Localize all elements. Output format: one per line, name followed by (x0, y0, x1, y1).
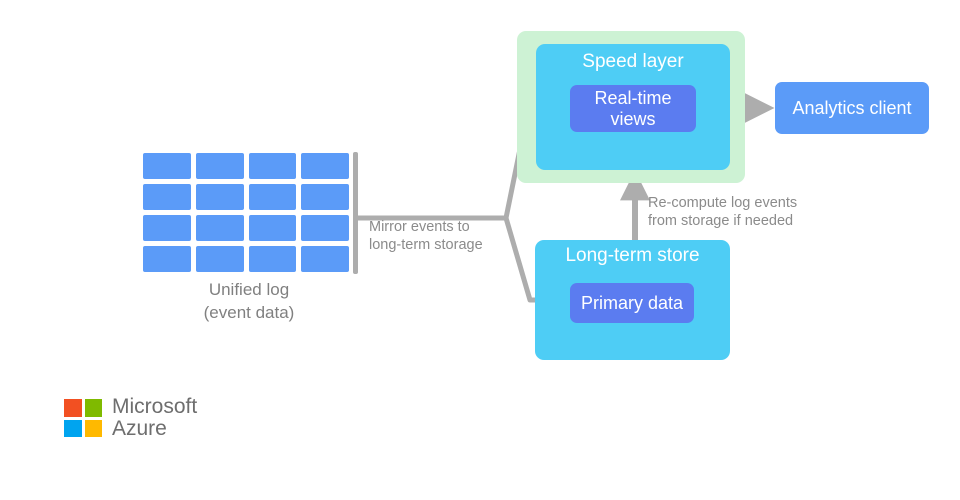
green-square (84, 399, 102, 417)
analytics-client-label: Analytics client (792, 97, 912, 118)
log-cell (143, 246, 191, 272)
unified-log-grid (143, 153, 349, 272)
azure-logo-wordmark: Microsoft Azure (112, 396, 197, 440)
real-time-views-box: Real-time views (570, 85, 696, 132)
microsoft-azure-logo: Microsoft Azure (64, 396, 197, 440)
edge-label-mirror-line-1: Mirror events to (369, 219, 470, 235)
edge-label-mirror-line-2: long-term storage (369, 237, 483, 253)
edge-label-recompute: Re-compute log events from storage if ne… (648, 194, 797, 230)
log-cell (143, 215, 191, 241)
log-cell (248, 153, 297, 179)
unified-log-caption-line-2: (event data) (203, 303, 295, 322)
primary-data-label: Primary data (580, 292, 684, 313)
real-time-views-line-1: Real-time (594, 87, 672, 108)
primary-data-box: Primary data (570, 283, 694, 323)
log-cell (195, 246, 244, 272)
log-cell (195, 184, 244, 210)
red-square (64, 399, 82, 417)
blue-square (64, 419, 82, 437)
analytics-client-box: Analytics client (775, 82, 929, 134)
unified-log-caption-line-1: Unified log (208, 280, 290, 299)
edge-label-recompute-line-1: Re-compute log events (648, 195, 798, 211)
log-cell (301, 246, 349, 272)
log-cell (143, 153, 191, 179)
log-cell (143, 184, 191, 210)
log-cell (195, 215, 244, 241)
log-cell (248, 215, 297, 241)
long-term-store-title: Long-term store (565, 245, 700, 266)
log-cell (195, 153, 244, 179)
real-time-views-label: Real-time views (594, 88, 671, 130)
azure-logo-line-2: Azure (112, 417, 167, 440)
speed-layer-title: Speed layer (582, 51, 684, 72)
edge-label-mirror: Mirror events to long-term storage (369, 218, 483, 254)
log-cell (248, 184, 297, 210)
log-cell (248, 246, 297, 272)
microsoft-logo-icon (64, 399, 102, 437)
yellow-square (84, 419, 102, 437)
log-cell (301, 184, 349, 210)
unified-log-caption: Unified log (event data) (143, 278, 355, 324)
real-time-views-line-2: views (610, 108, 656, 129)
unified-log-bus-bar (353, 152, 358, 274)
azure-logo-line-1: Microsoft (112, 395, 198, 418)
connector-branch-to-long-term-store (503, 215, 540, 303)
edge-label-recompute-line-2: from storage if needed (648, 213, 794, 229)
log-cell (301, 215, 349, 241)
log-cell (301, 153, 349, 179)
